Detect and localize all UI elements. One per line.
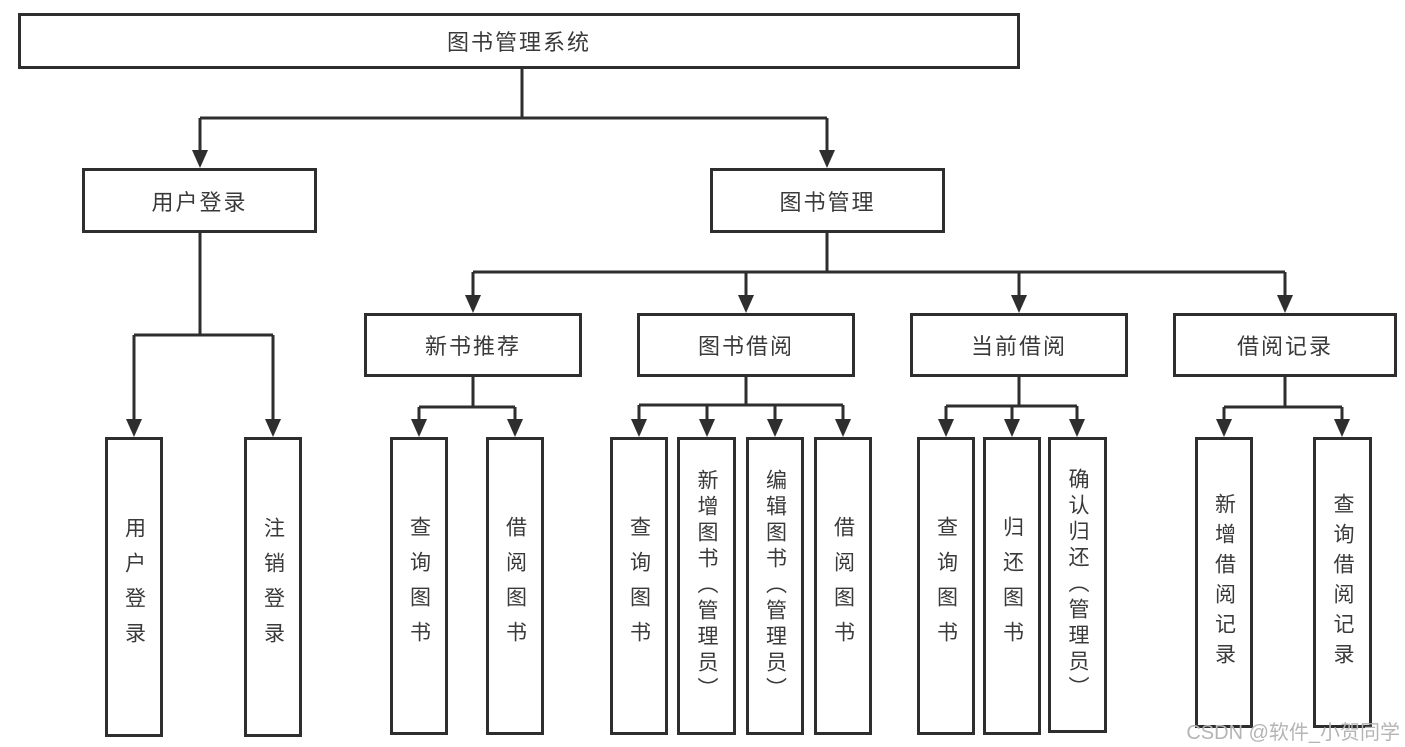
node-book-borrow: 图书借阅: [637, 313, 855, 377]
leaf-bb-add-books-admin: 新增图书（管理员）: [677, 437, 736, 735]
leaf-nbr-query-books-label: 查询图书: [407, 516, 431, 656]
leaf-logout-label: 注销登录: [261, 517, 285, 657]
node-user-login: 用户登录: [82, 168, 317, 233]
node-root-label: 图书管理系统: [446, 30, 591, 55]
leaf-bb-add-books-admin-label: 新增图书（管理员）: [695, 469, 718, 703]
leaf-cb-confirm-return-admin-label: 确认归还（管理员）: [1066, 468, 1089, 702]
arrowheads: [126, 150, 1350, 437]
leaf-bb-edit-books-admin-label: 编辑图书（管理员）: [763, 469, 787, 703]
leaf-cb-query-books: 查询图书: [917, 437, 975, 735]
leaf-cb-return-books: 归还图书: [983, 437, 1041, 735]
node-book-management-label: 图书管理: [779, 189, 876, 215]
leaf-bb-borrow-books-label: 借阅图书: [831, 516, 855, 656]
leaf-nbr-borrow-books: 借阅图书: [486, 437, 544, 735]
leaf-cb-return-books-label: 归还图书: [1000, 516, 1024, 656]
leaf-user-login-label: 用户登录: [122, 517, 146, 657]
node-borrow-records: 借阅记录: [1173, 313, 1397, 377]
csdn-watermark: CSDN @软件_小贺同学: [1186, 722, 1400, 744]
leaf-cb-confirm-return-admin: 确认归还（管理员）: [1048, 437, 1107, 733]
leaf-bb-query-books: 查询图书: [610, 437, 668, 735]
node-current-borrow: 当前借阅: [910, 313, 1128, 377]
leaf-bb-borrow-books: 借阅图书: [814, 437, 872, 735]
leaf-br-add-record: 新增借阅记录: [1195, 437, 1253, 728]
node-new-book-recommend-label: 新书推荐: [424, 334, 521, 359]
leaf-bb-query-books-label: 查询图书: [627, 516, 651, 656]
leaf-user-login: 用户登录: [105, 437, 163, 737]
leaf-br-query-record: 查询借阅记录: [1313, 437, 1372, 728]
leaf-logout: 注销登录: [244, 437, 302, 737]
leaf-br-query-record-label: 查询借阅记录: [1331, 492, 1354, 673]
leaf-cb-query-books-label: 查询图书: [934, 516, 958, 656]
node-book-borrow-label: 图书借阅: [697, 334, 794, 359]
node-current-borrow-label: 当前借阅: [970, 334, 1067, 359]
node-new-book-recommend: 新书推荐: [364, 313, 582, 377]
leaf-nbr-borrow-books-label: 借阅图书: [503, 516, 527, 656]
node-book-management: 图书管理: [710, 168, 945, 233]
leaf-bb-edit-books-admin: 编辑图书（管理员）: [746, 437, 804, 735]
leaf-br-add-record-label: 新增借阅记录: [1212, 492, 1236, 673]
node-user-login-label: 用户登录: [151, 189, 248, 215]
node-root-system: 图书管理系统: [18, 13, 1020, 69]
node-borrow-records-label: 借阅记录: [1236, 334, 1333, 359]
leaf-nbr-query-books: 查询图书: [390, 437, 448, 735]
